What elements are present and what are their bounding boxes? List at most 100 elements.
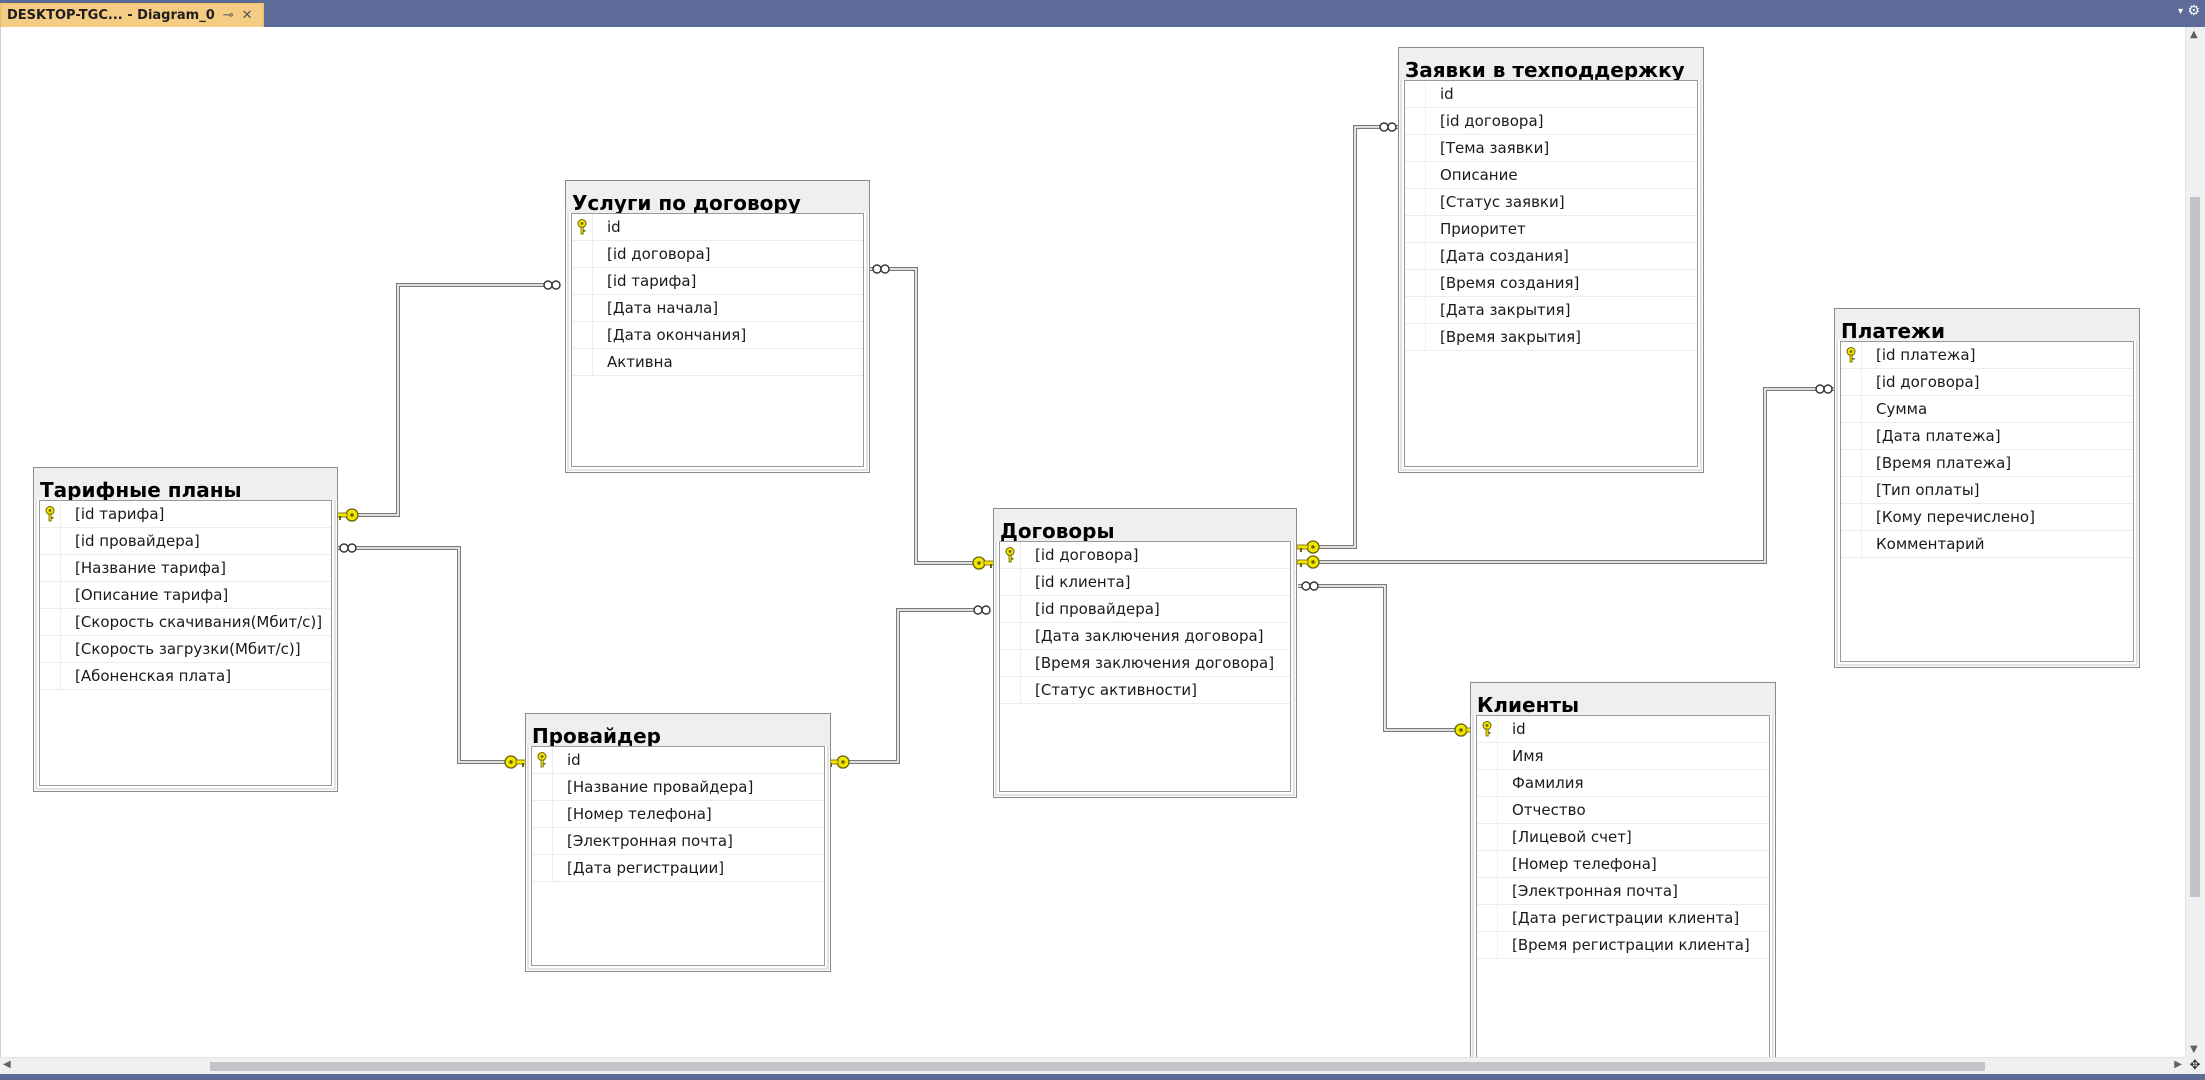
row-selector[interactable] [1841,423,1862,449]
column-row[interactable]: Комментарий [1841,531,2133,558]
table-title[interactable]: Тарифные планы [34,468,337,500]
column-row[interactable]: Описание [1405,162,1697,189]
vertical-scrollbar[interactable]: ▲ ▼ [2185,27,2205,1057]
row-selector[interactable] [1841,396,1862,422]
column-row[interactable]: [Описание тарифа] [40,582,331,609]
table-6[interactable]: Платежи[id платежа][id договора]Сумма[Да… [1834,308,2140,668]
row-selector[interactable] [532,855,553,881]
column-row[interactable]: [Дата закрытия] [1405,297,1697,324]
column-row[interactable]: [Статус активности] [1000,677,1290,704]
row-selector[interactable] [572,349,593,375]
column-row[interactable]: [id провайдера] [40,528,331,555]
pin-icon[interactable]: ⊸ [222,8,234,23]
column-row[interactable]: [id договора] [572,241,863,268]
tab-list-dropdown-icon[interactable]: ▾ [2177,6,2183,17]
row-selector[interactable] [40,582,61,608]
column-row[interactable]: [Дата создания] [1405,243,1697,270]
primary-key-icon[interactable] [532,747,553,773]
scroll-right-arrow-icon[interactable]: ▶ [2174,1059,2182,1070]
row-selector[interactable] [1000,677,1021,703]
row-selector[interactable] [572,295,593,321]
column-row[interactable]: [Номер телефона] [1477,851,1769,878]
primary-key-icon[interactable] [40,501,61,527]
row-selector[interactable] [40,609,61,635]
row-selector[interactable] [40,555,61,581]
row-selector[interactable] [1000,569,1021,595]
column-row[interactable]: [Дата заключения договора] [1000,623,1290,650]
table-4[interactable]: Договоры[id договора][id клиента][id про… [993,508,1297,798]
row-selector[interactable] [1841,504,1862,530]
horizontal-scrollbar[interactable]: ◀ ▶ [0,1057,2185,1074]
row-selector[interactable] [1841,369,1862,395]
column-row[interactable]: Активна [572,349,863,376]
column-row[interactable]: [id платежа] [1841,342,2133,369]
column-row[interactable]: [Электронная почта] [532,828,824,855]
row-selector[interactable] [1477,743,1498,769]
scroll-left-arrow-icon[interactable]: ◀ [3,1059,11,1070]
column-row[interactable]: [Скорость скачивания(Мбит/с)] [40,609,331,636]
column-row[interactable]: [Дата начала] [572,295,863,322]
column-row[interactable]: [Тип оплаты] [1841,477,2133,504]
column-row[interactable]: [Дата регистрации] [532,855,824,882]
row-selector[interactable] [1000,623,1021,649]
relationship-line-4[interactable] [1298,125,1398,549]
navigate-diagram-icon[interactable]: ✥ [2185,1057,2205,1074]
column-row[interactable]: [Дата окончания] [572,322,863,349]
column-row[interactable]: Сумма [1841,396,2133,423]
row-selector[interactable] [1405,216,1426,242]
column-row[interactable]: [id договора] [1841,369,2133,396]
row-selector[interactable] [572,268,593,294]
row-selector[interactable] [532,828,553,854]
column-row[interactable]: [id провайдера] [1000,596,1290,623]
row-selector[interactable] [1841,450,1862,476]
row-selector[interactable] [1477,824,1498,850]
column-row[interactable]: Имя [1477,743,1769,770]
vertical-scroll-thumb[interactable] [2190,197,2200,897]
row-selector[interactable] [1000,650,1021,676]
row-selector[interactable] [1841,477,1862,503]
relationship-line-1[interactable] [338,546,515,764]
table-title[interactable]: Платежи [1835,309,2139,341]
diagram-canvas[interactable]: Тарифные планы [id тарифа] [id провайдера]… [0,27,2186,1075]
row-selector[interactable] [1405,189,1426,215]
column-row[interactable]: [Электронная почта] [1477,878,1769,905]
row-selector[interactable] [1000,596,1021,622]
column-row[interactable]: [Время создания] [1405,270,1697,297]
column-row[interactable]: [Время закрытия] [1405,324,1697,351]
column-row[interactable]: [Абоненская плата] [40,663,331,690]
row-selector[interactable] [1477,905,1498,931]
column-row[interactable]: [Кому перечислено] [1841,504,2133,531]
table-title[interactable]: Услуги по договору [566,181,869,213]
column-row[interactable]: [Тема заявки] [1405,135,1697,162]
row-selector[interactable] [1841,531,1862,557]
column-row[interactable]: [Статус заявки] [1405,189,1697,216]
column-row[interactable]: [Название провайдера] [532,774,824,801]
primary-key-icon[interactable] [572,214,593,240]
row-selector[interactable] [1477,932,1498,958]
table-title[interactable]: Провайдер [526,714,830,746]
relationship-line-0[interactable] [338,283,556,517]
row-selector[interactable] [1405,135,1426,161]
relationship-line-2[interactable] [869,267,986,565]
table-1[interactable]: Тарифные планы[id тарифа][id провайдера]… [33,467,338,792]
diagram-document-tab[interactable]: DESKTOP-TGC... - Diagram_0 ⊸ ✕ [0,3,264,27]
column-row[interactable]: [Время регистрации клиента] [1477,932,1769,959]
column-row[interactable]: [Лицевой счет] [1477,824,1769,851]
column-row[interactable]: [Название тарифа] [40,555,331,582]
settings-gear-icon[interactable]: ⚙ [2187,3,2200,19]
column-row[interactable]: Фамилия [1477,770,1769,797]
column-row[interactable]: Приоритет [1405,216,1697,243]
row-selector[interactable] [40,528,61,554]
row-selector[interactable] [1405,243,1426,269]
column-row[interactable]: [Скорость загрузки(Мбит/с)] [40,636,331,663]
scroll-up-arrow-icon[interactable]: ▲ [2190,29,2198,40]
row-selector[interactable] [572,241,593,267]
row-selector[interactable] [1405,108,1426,134]
relationship-line-6[interactable] [1298,584,1468,732]
column-row[interactable]: [id тарифа] [572,268,863,295]
row-selector[interactable] [532,774,553,800]
